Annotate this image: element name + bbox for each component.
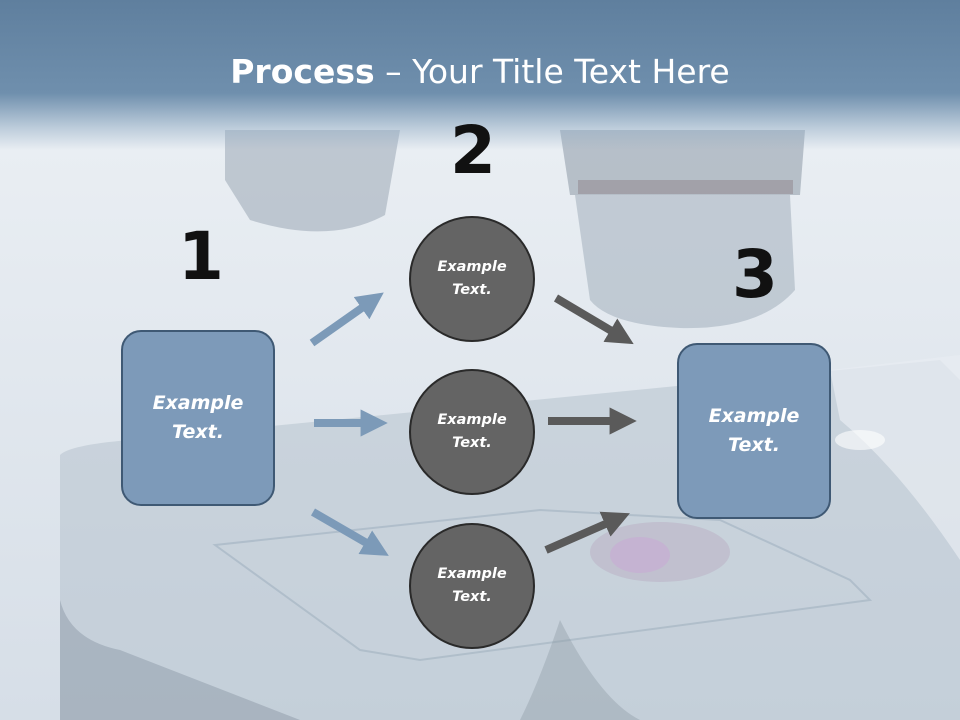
title-dash: – — [374, 52, 413, 91]
circle-bottom: Example Text. — [409, 523, 535, 649]
circle-middle-label: Example Text. — [437, 412, 507, 451]
step-number-2: 2 — [450, 112, 496, 189]
step-number-3: 3 — [732, 236, 778, 313]
circle-top-label: Example Text. — [437, 259, 507, 298]
page-title: Process – Your Title Text Here — [0, 52, 960, 91]
step-3-label: Example Text. — [708, 405, 800, 456]
circle-middle: Example Text. — [409, 369, 535, 495]
step-1-label: Example Text. — [152, 392, 244, 443]
circle-top: Example Text. — [409, 216, 535, 342]
circle-bottom-label: Example Text. — [437, 566, 507, 605]
title-band — [0, 0, 960, 150]
step-3-box: Example Text. — [677, 343, 831, 519]
step-1-box: Example Text. — [121, 330, 275, 506]
title-rest: Your Title Text Here — [412, 52, 730, 91]
title-bold: Process — [230, 52, 375, 91]
step-number-1: 1 — [178, 218, 224, 295]
